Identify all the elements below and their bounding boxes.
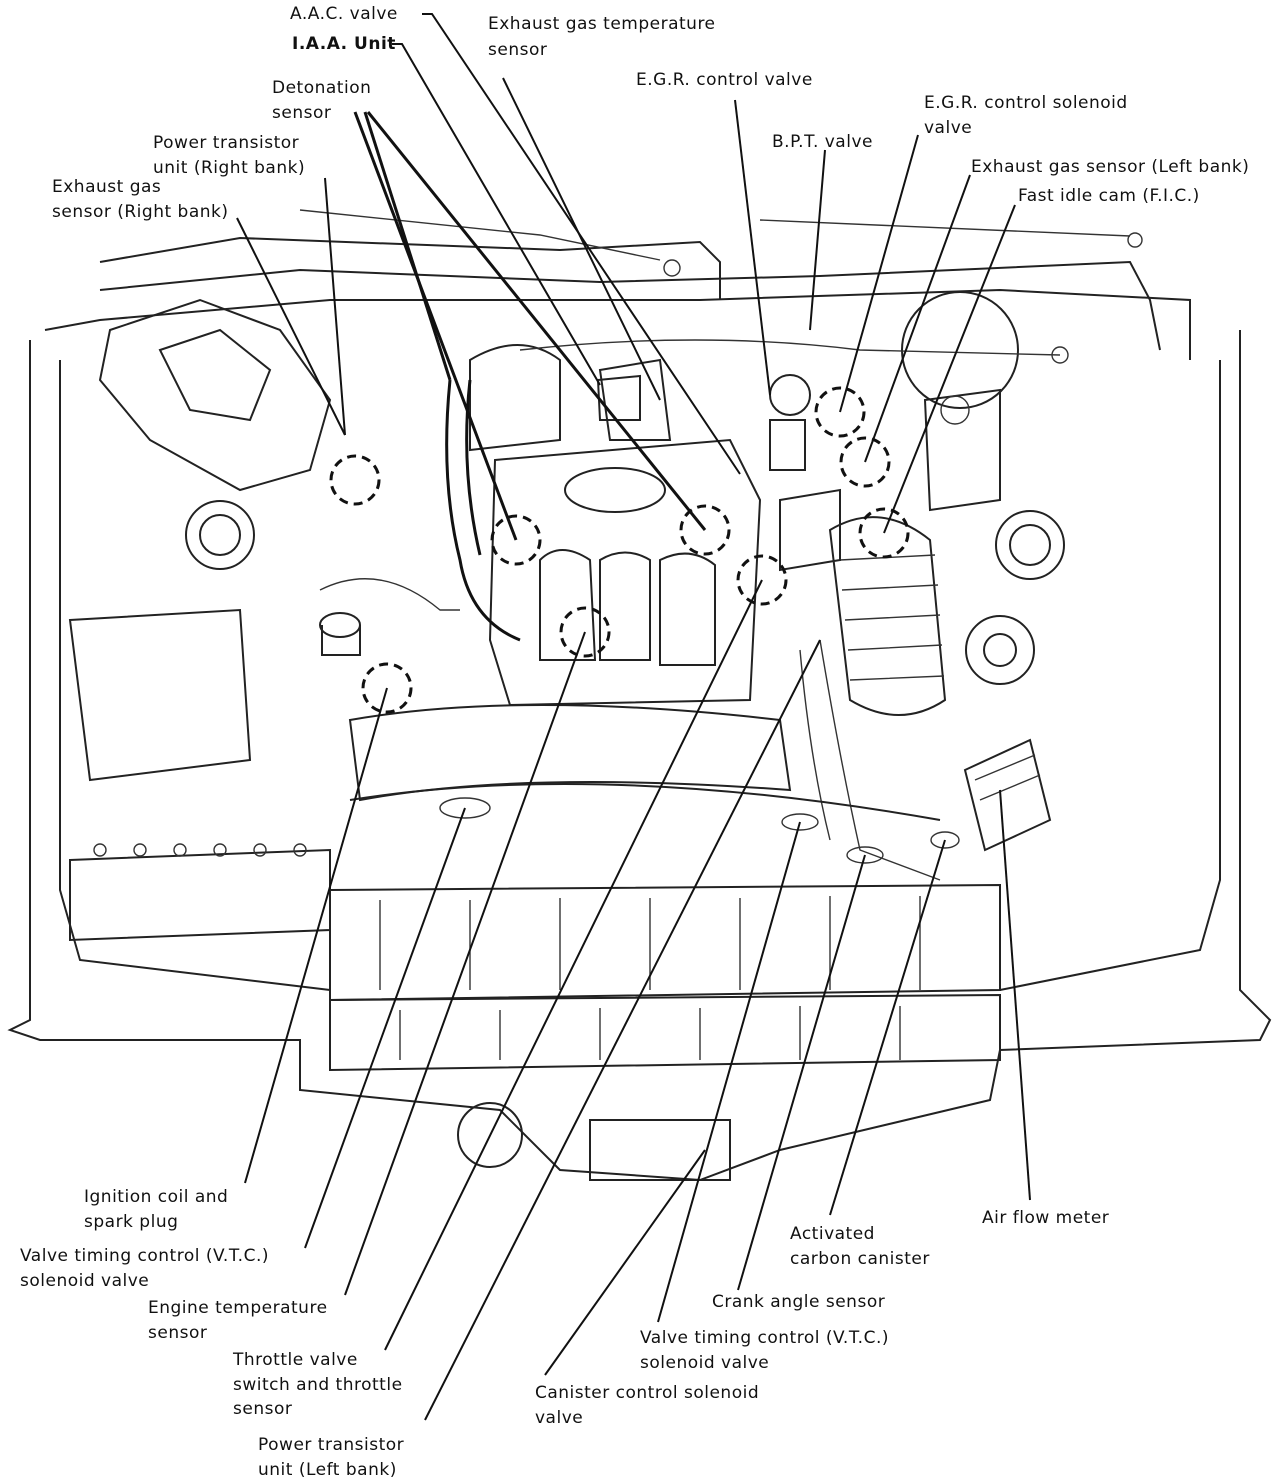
label-canister-control-solenoid-2: valve — [535, 1408, 584, 1428]
label-aac-valve: A.A.C. valve — [290, 4, 398, 24]
label-throttle-sensor-1: Throttle valve — [233, 1350, 358, 1370]
label-ignition-coil-2: spark plug — [84, 1212, 179, 1232]
label-exhaust-gas-temperature-sensor-1: Exhaust gas temperature — [488, 14, 716, 34]
label-crank-angle-sensor: Crank angle sensor — [712, 1292, 886, 1312]
label-power-transistor-left-2: unit (Left bank) — [258, 1460, 397, 1480]
label-bpt-valve: B.P.T. valve — [772, 132, 873, 152]
label-vtc-solenoid-right-1: Valve timing control (V.T.C.) — [640, 1328, 889, 1348]
label-canister-control-solenoid-1: Canister control solenoid — [535, 1383, 760, 1403]
component-location-markers — [329, 386, 910, 714]
label-detonation-sensor-1: Detonation — [272, 78, 372, 98]
label-power-transistor-right-1: Power transistor — [153, 133, 300, 153]
label-exhaust-gas-temperature-sensor-2: sensor — [488, 40, 548, 60]
label-detonation-sensor-2: sensor — [272, 103, 332, 123]
label-engine-temperature-sensor-1: Engine temperature — [148, 1298, 328, 1318]
label-power-transistor-left-1: Power transistor — [258, 1435, 405, 1455]
label-ignition-coil-1: Ignition coil and — [84, 1187, 229, 1207]
label-exhaust-gas-sensor-right-1: Exhaust gas — [52, 177, 162, 197]
label-vtc-solenoid-left-2: solenoid valve — [20, 1271, 150, 1291]
label-egr-control-valve: E.G.R. control valve — [636, 70, 813, 90]
label-fast-idle-cam: Fast idle cam (F.I.C.) — [1018, 186, 1200, 206]
label-throttle-sensor-3: sensor — [233, 1399, 293, 1419]
label-power-transistor-right-2: unit (Right bank) — [153, 158, 306, 178]
label-activated-carbon-canister-1: Activated — [790, 1224, 875, 1244]
leader-lines — [236, 13, 1031, 1421]
label-iaa-unit: I.A.A. Unit — [292, 34, 396, 54]
engine-compartment-outline — [7, 209, 1272, 1182]
label-vtc-solenoid-left-1: Valve timing control (V.T.C.) — [20, 1246, 269, 1266]
label-air-flow-meter: Air flow meter — [982, 1208, 1110, 1228]
label-egr-control-solenoid-1: E.G.R. control solenoid — [924, 93, 1128, 113]
label-activated-carbon-canister-2: carbon canister — [790, 1249, 930, 1269]
label-vtc-solenoid-right-2: solenoid valve — [640, 1353, 770, 1373]
label-throttle-sensor-2: switch and throttle — [233, 1375, 403, 1395]
label-egr-control-solenoid-2: valve — [924, 118, 973, 138]
label-exhaust-gas-sensor-right-2: sensor (Right bank) — [52, 202, 229, 222]
label-engine-temperature-sensor-2: sensor — [148, 1323, 208, 1343]
label-exhaust-gas-sensor-left: Exhaust gas sensor (Left bank) — [971, 157, 1250, 177]
